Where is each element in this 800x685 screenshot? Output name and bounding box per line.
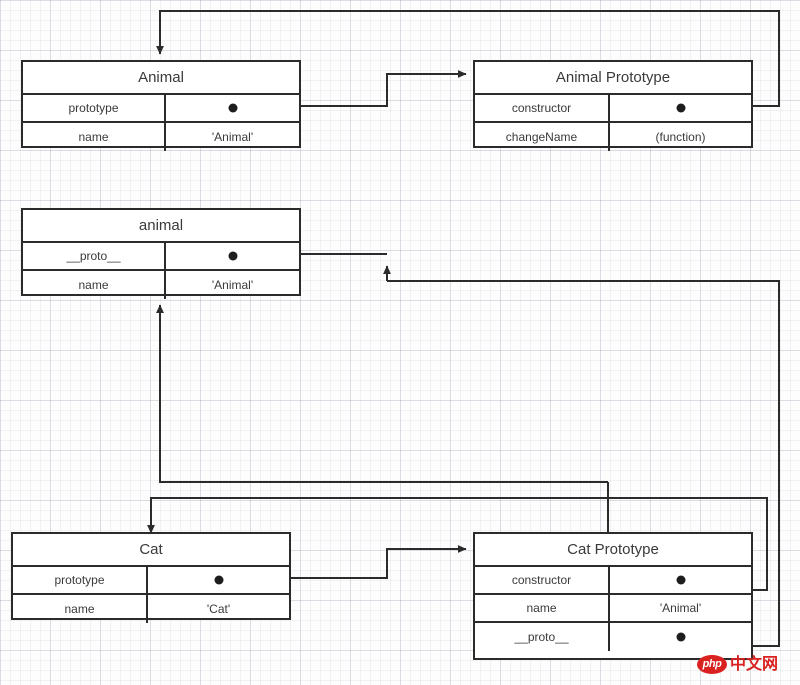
box-animal-constructor[interactable]: Animal prototype name 'Animal' [21,60,301,151]
table-row[interactable]: prototype [13,567,289,595]
row-key: constructor [475,567,610,593]
edge-catproto-to-animal-instance [156,304,608,483]
row-key: name [23,123,166,151]
pointer-dot [228,251,237,261]
row-value [610,623,751,651]
row-value: (function) [655,130,706,144]
pointer-dot [214,575,223,585]
table-row[interactable]: name 'Animal' [475,595,751,623]
pointer-dot [676,103,685,113]
table-row[interactable]: name 'Animal' [23,271,299,299]
pointer-dot [228,103,237,113]
box-animal-prototype[interactable]: Animal Prototype constructor changeName … [473,60,753,151]
watermark-text: 中文网 [730,656,779,673]
row-value [610,567,751,593]
table-row[interactable]: __proto__ [23,243,299,271]
box-cat-constructor[interactable]: Cat prototype name 'Cat' [11,532,291,623]
row-value [166,95,299,121]
row-value [148,567,289,593]
php-logo-icon: php [697,655,727,674]
row-key: changeName [475,123,610,151]
table-row[interactable]: changeName (function) [475,123,751,151]
box-animal-instance[interactable]: animal __proto__ name 'Animal' [21,208,301,299]
row-key: prototype [13,567,148,593]
box-title: Animal Prototype [475,62,751,95]
table-row[interactable]: prototype [23,95,299,123]
watermark: php 中文网 [697,655,778,674]
row-value: 'Cat' [206,602,231,616]
row-key: __proto__ [23,243,166,269]
row-key: prototype [23,95,166,121]
row-key: constructor [475,95,610,121]
box-title: Animal [23,62,299,95]
row-value: 'Animal' [659,601,702,615]
row-value [610,95,751,121]
pointer-dot [676,632,685,642]
table-row[interactable]: __proto__ [475,623,751,651]
row-key: __proto__ [475,623,610,651]
box-title: animal [23,210,299,243]
row-value: 'Animal' [211,278,254,292]
row-key: name [13,595,148,623]
row-value: 'Animal' [211,130,254,144]
row-value [166,243,299,269]
box-title: Cat [13,534,289,567]
box-cat-prototype[interactable]: Cat Prototype constructor name 'Animal' … [473,532,753,660]
table-row[interactable]: name 'Animal' [23,123,299,151]
table-row[interactable]: name 'Cat' [13,595,289,623]
row-key: name [23,271,166,299]
table-row[interactable]: constructor [475,95,751,123]
row-key: name [475,595,610,621]
table-row[interactable]: constructor [475,567,751,595]
box-title: Cat Prototype [475,534,751,567]
pointer-dot [676,575,685,585]
